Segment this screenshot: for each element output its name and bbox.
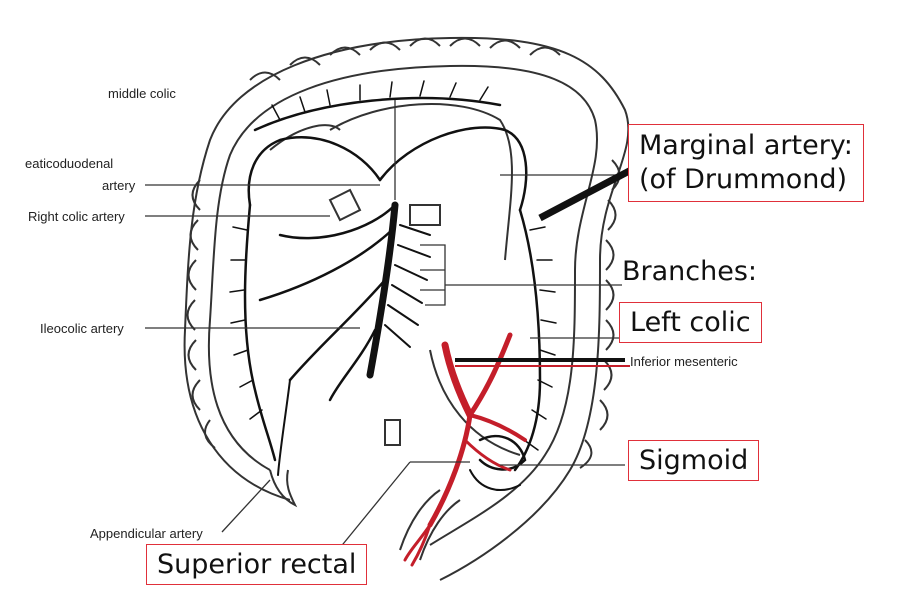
callout-branches: Branches: bbox=[622, 256, 758, 287]
leader-lines bbox=[145, 100, 625, 561]
callout-marginal-line2: (of Drummond) bbox=[639, 164, 848, 195]
callout-superior-rectal: Superior rectal bbox=[146, 544, 368, 585]
callout-sigmoid: Sigmoid bbox=[628, 440, 760, 481]
callout-left-colic: Left colic bbox=[619, 302, 762, 343]
marginal-artery-pointer bbox=[538, 164, 637, 222]
callout-marginal-artery: Marginal artery: (of Drummond) bbox=[628, 124, 864, 202]
inferior-mesenteric-artery bbox=[403, 332, 527, 567]
callout-marginal-line1: Marginal artery: bbox=[639, 130, 853, 161]
colon-outline bbox=[183, 36, 630, 581]
label-ileocolic: Ileocolic artery bbox=[40, 321, 124, 336]
superior-mesenteric-tree bbox=[229, 80, 557, 491]
label-middle-colic: middle colic bbox=[108, 86, 176, 101]
label-appendicular: Appendicular artery bbox=[90, 526, 203, 541]
label-pancreaticoduodenal: eaticoduodenal bbox=[25, 156, 113, 171]
label-inferior-mesenteric: Inferior mesenteric bbox=[630, 354, 738, 369]
label-artery: artery bbox=[102, 178, 136, 193]
label-right-colic: Right colic artery bbox=[28, 209, 125, 224]
